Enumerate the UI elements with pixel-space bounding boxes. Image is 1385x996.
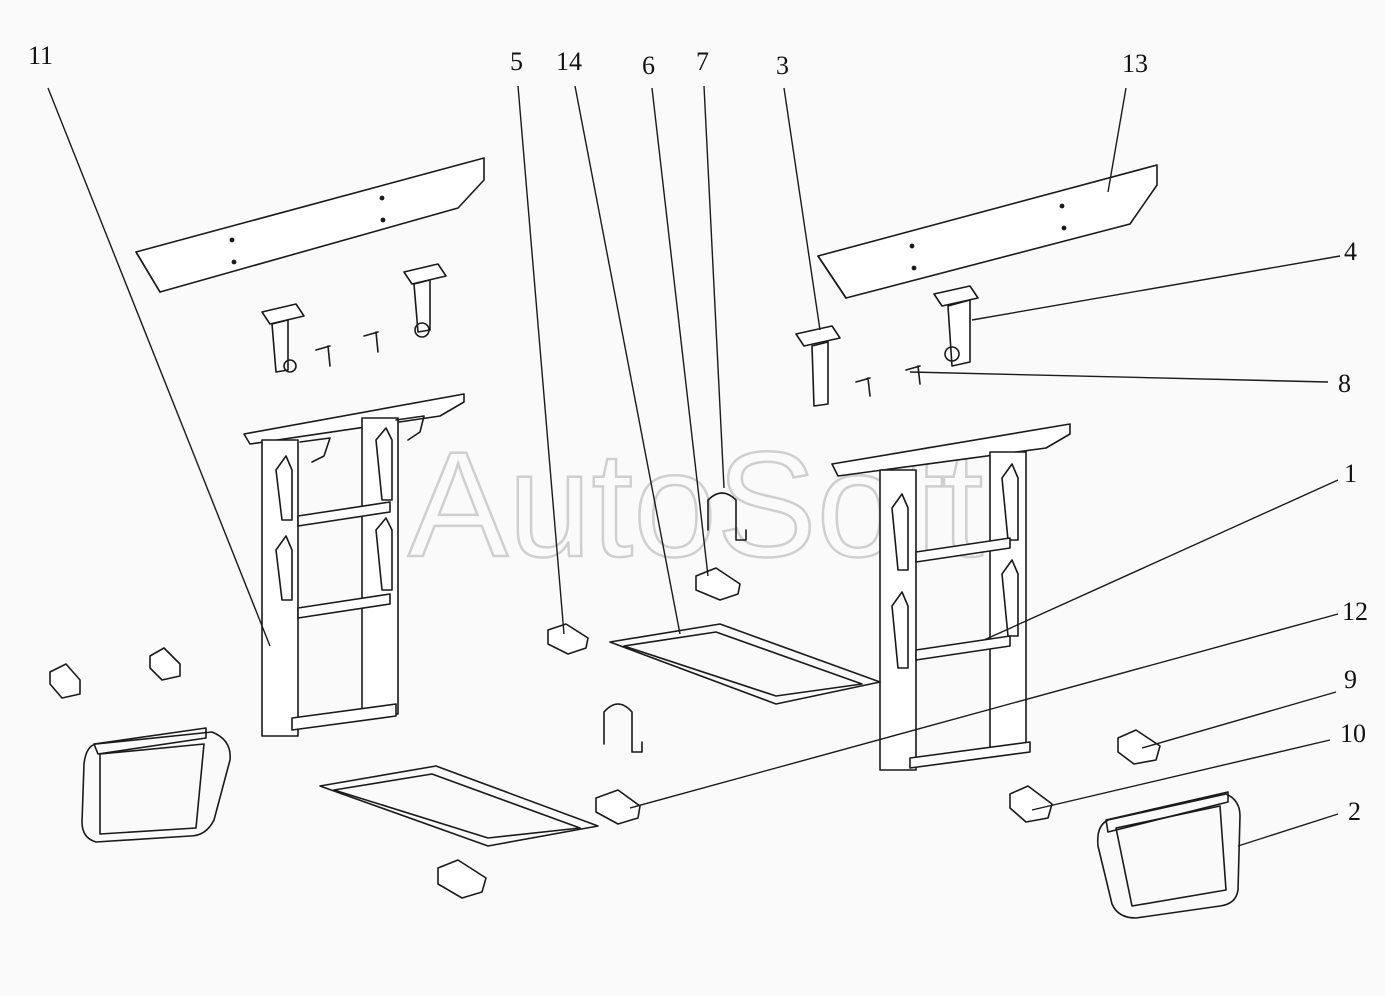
left-ladder-frame	[243, 393, 465, 737]
callout-4: 4	[1344, 237, 1357, 266]
callout-9: 9	[1344, 665, 1357, 694]
callout-8: 8	[1338, 369, 1351, 398]
callout-3: 3	[776, 51, 789, 80]
callout-13: 13	[1122, 49, 1148, 78]
strap-clamps	[603, 492, 747, 753]
callout-14: 14	[556, 47, 582, 76]
callout-2: 2	[1348, 797, 1361, 826]
hinge-brackets	[49, 567, 1161, 899]
callout-11: 11	[28, 41, 53, 70]
right-bracket-set	[795, 285, 979, 407]
boarding-steps	[81, 727, 1241, 919]
callout-10: 10	[1340, 719, 1366, 748]
left-mounting-plate	[135, 157, 485, 293]
callout-7: 7	[696, 47, 709, 76]
step-frames	[319, 623, 881, 847]
leader-lines	[47, 85, 1341, 847]
callout-5: 5	[510, 47, 523, 76]
callout-1: 1	[1344, 459, 1357, 488]
left-bracket-set	[261, 263, 447, 373]
right-ladder-frame	[831, 423, 1071, 771]
callout-6: 6	[642, 51, 655, 80]
right-mounting-plate	[817, 164, 1158, 299]
callout-labels: 11 5 14 6 7 3 13 4 8 1 12 9 10 2	[28, 41, 1368, 826]
callout-12: 12	[1342, 597, 1368, 626]
